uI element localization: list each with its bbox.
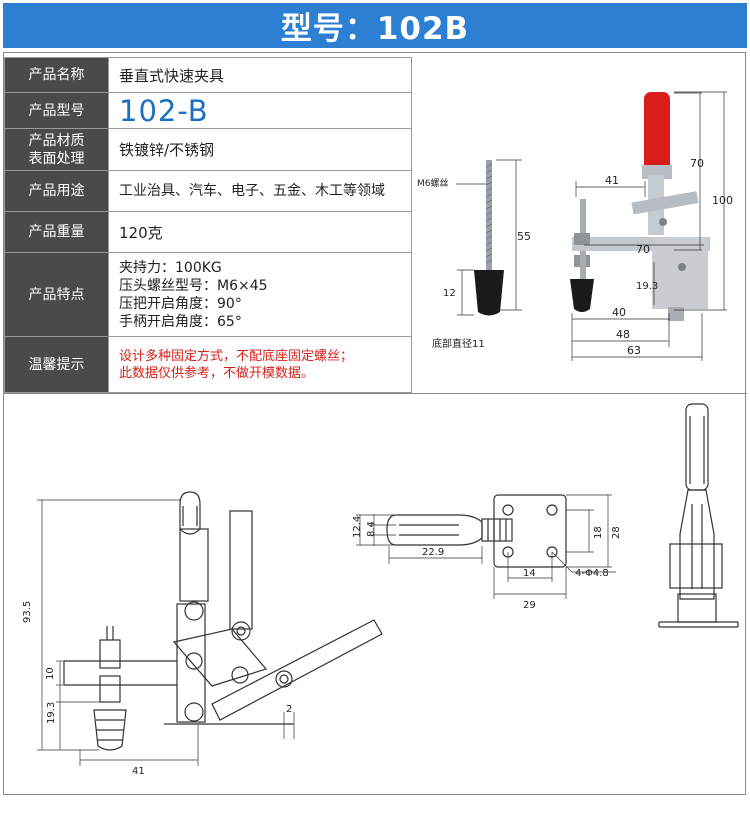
dim-top-28: 28	[611, 526, 622, 539]
spec-row-name: 产品名称 垂直式快速夹具	[4, 57, 412, 93]
dim-100: 100	[712, 194, 733, 207]
spec-row-features: 产品特点 夹持力：100KG 压头螺丝型号：M6×45 压把开启角度：90° 手…	[4, 252, 412, 337]
product-photo-svg: M6螺丝 55 12 底部直径11	[417, 91, 733, 361]
dim-side-41: 41	[132, 766, 145, 777]
screw-label: M6螺丝	[417, 177, 449, 189]
dim-tip-height: 12	[443, 288, 456, 299]
base-diameter-label: 底部直径11	[432, 337, 485, 350]
dim-top-18: 18	[593, 526, 604, 539]
front-view-drawing	[658, 403, 739, 628]
screw-illustration	[474, 160, 504, 316]
dim-70-top: 70	[690, 157, 704, 170]
side-view-drawing	[63, 491, 383, 751]
spec-row-model: 产品型号 102-B	[4, 92, 412, 129]
dim-19-3: 19.3	[636, 281, 658, 292]
spec-row-usage: 产品用途 工业治具、汽车、电子、五金、木工等领域	[4, 170, 412, 212]
feature-line: 压把开启角度：90°	[119, 295, 242, 312]
section-divider	[3, 393, 747, 394]
spec-value-usage: 工业治具、汽车、电子、五金、木工等领域	[108, 170, 412, 212]
dim-top-8-4: 8.4	[366, 521, 377, 537]
dim-screw-length: 55	[517, 230, 531, 243]
dim-70-arm: 70	[636, 243, 650, 256]
notice-line: 此数据仅供参考，不做开模数据。	[119, 365, 315, 381]
dim-41: 41	[605, 174, 619, 187]
dim-40: 40	[612, 306, 626, 319]
spec-label-line2: 表面处理	[28, 150, 85, 167]
spec-label: 产品重量	[4, 211, 109, 253]
page-title: 型号：102B	[280, 11, 470, 47]
dim-side-2: 2	[286, 704, 292, 715]
spec-label: 产品材质表面处理	[4, 128, 109, 171]
dim-side-10: 10	[45, 667, 56, 680]
spec-value-features: 夹持力：100KG 压头螺丝型号：M6×45 压把开启角度：90° 手柄开启角度…	[108, 252, 412, 337]
spec-value-material: 铁镀锌/不锈钢	[108, 128, 412, 171]
spec-row-weight: 产品重量 120克	[4, 211, 412, 253]
dim-48: 48	[616, 328, 630, 341]
feature-line: 夹持力：100KG	[119, 259, 222, 276]
dim-63: 63	[627, 344, 641, 357]
dim-top-29: 29	[523, 600, 536, 611]
dim-side-19-3: 19.3	[46, 702, 57, 724]
spec-value-weight: 120克	[108, 211, 412, 253]
spec-label: 产品用途	[4, 170, 109, 212]
spec-label: 温馨提示	[4, 336, 109, 393]
spec-label: 产品型号	[4, 92, 109, 129]
title-bar: 型号：102B	[3, 3, 747, 48]
spec-label: 产品名称	[4, 57, 109, 93]
spec-value-model: 102-B	[108, 92, 412, 129]
spec-label-line1: 产品材质	[28, 132, 85, 149]
spec-row-notice: 温馨提示 设计多种固定方式，不配底座固定螺丝； 此数据仅供参考，不做开模数据。	[4, 336, 412, 393]
dim-top-22-9: 22.9	[422, 547, 444, 558]
dim-top-12-4: 12.4	[352, 516, 363, 538]
dim-top-holes: 4-Φ4.8	[575, 568, 609, 579]
spec-table: 产品名称 垂直式快速夹具 产品型号 102-B 产品材质表面处理 铁镀锌/不锈钢…	[4, 57, 412, 393]
dim-side-93-5: 93.5	[22, 601, 33, 623]
dim-top-14: 14	[523, 568, 536, 579]
feature-line: 手柄开启角度：65°	[119, 313, 242, 330]
notice-line: 设计多种固定方式，不配底座固定螺丝；	[119, 348, 354, 364]
product-photo-area: M6螺丝 55 12 底部直径11	[412, 57, 744, 393]
spec-value-notice: 设计多种固定方式，不配底座固定螺丝； 此数据仅供参考，不做开模数据。	[108, 336, 412, 393]
clamp-illustration	[570, 92, 710, 321]
technical-drawing-svg: 93.5 10 19.3 41 2	[22, 403, 739, 777]
top-view-drawing	[386, 494, 567, 568]
spec-label: 产品特点	[4, 252, 109, 337]
feature-line: 压头螺丝型号：M6×45	[119, 277, 268, 294]
spec-row-material: 产品材质表面处理 铁镀锌/不锈钢	[4, 128, 412, 171]
content-frame	[3, 52, 746, 795]
technical-drawing-area: 93.5 10 19.3 41 2	[4, 394, 746, 794]
spec-value-name: 垂直式快速夹具	[108, 57, 412, 93]
title-banner: 型号：102B	[0, 0, 750, 52]
